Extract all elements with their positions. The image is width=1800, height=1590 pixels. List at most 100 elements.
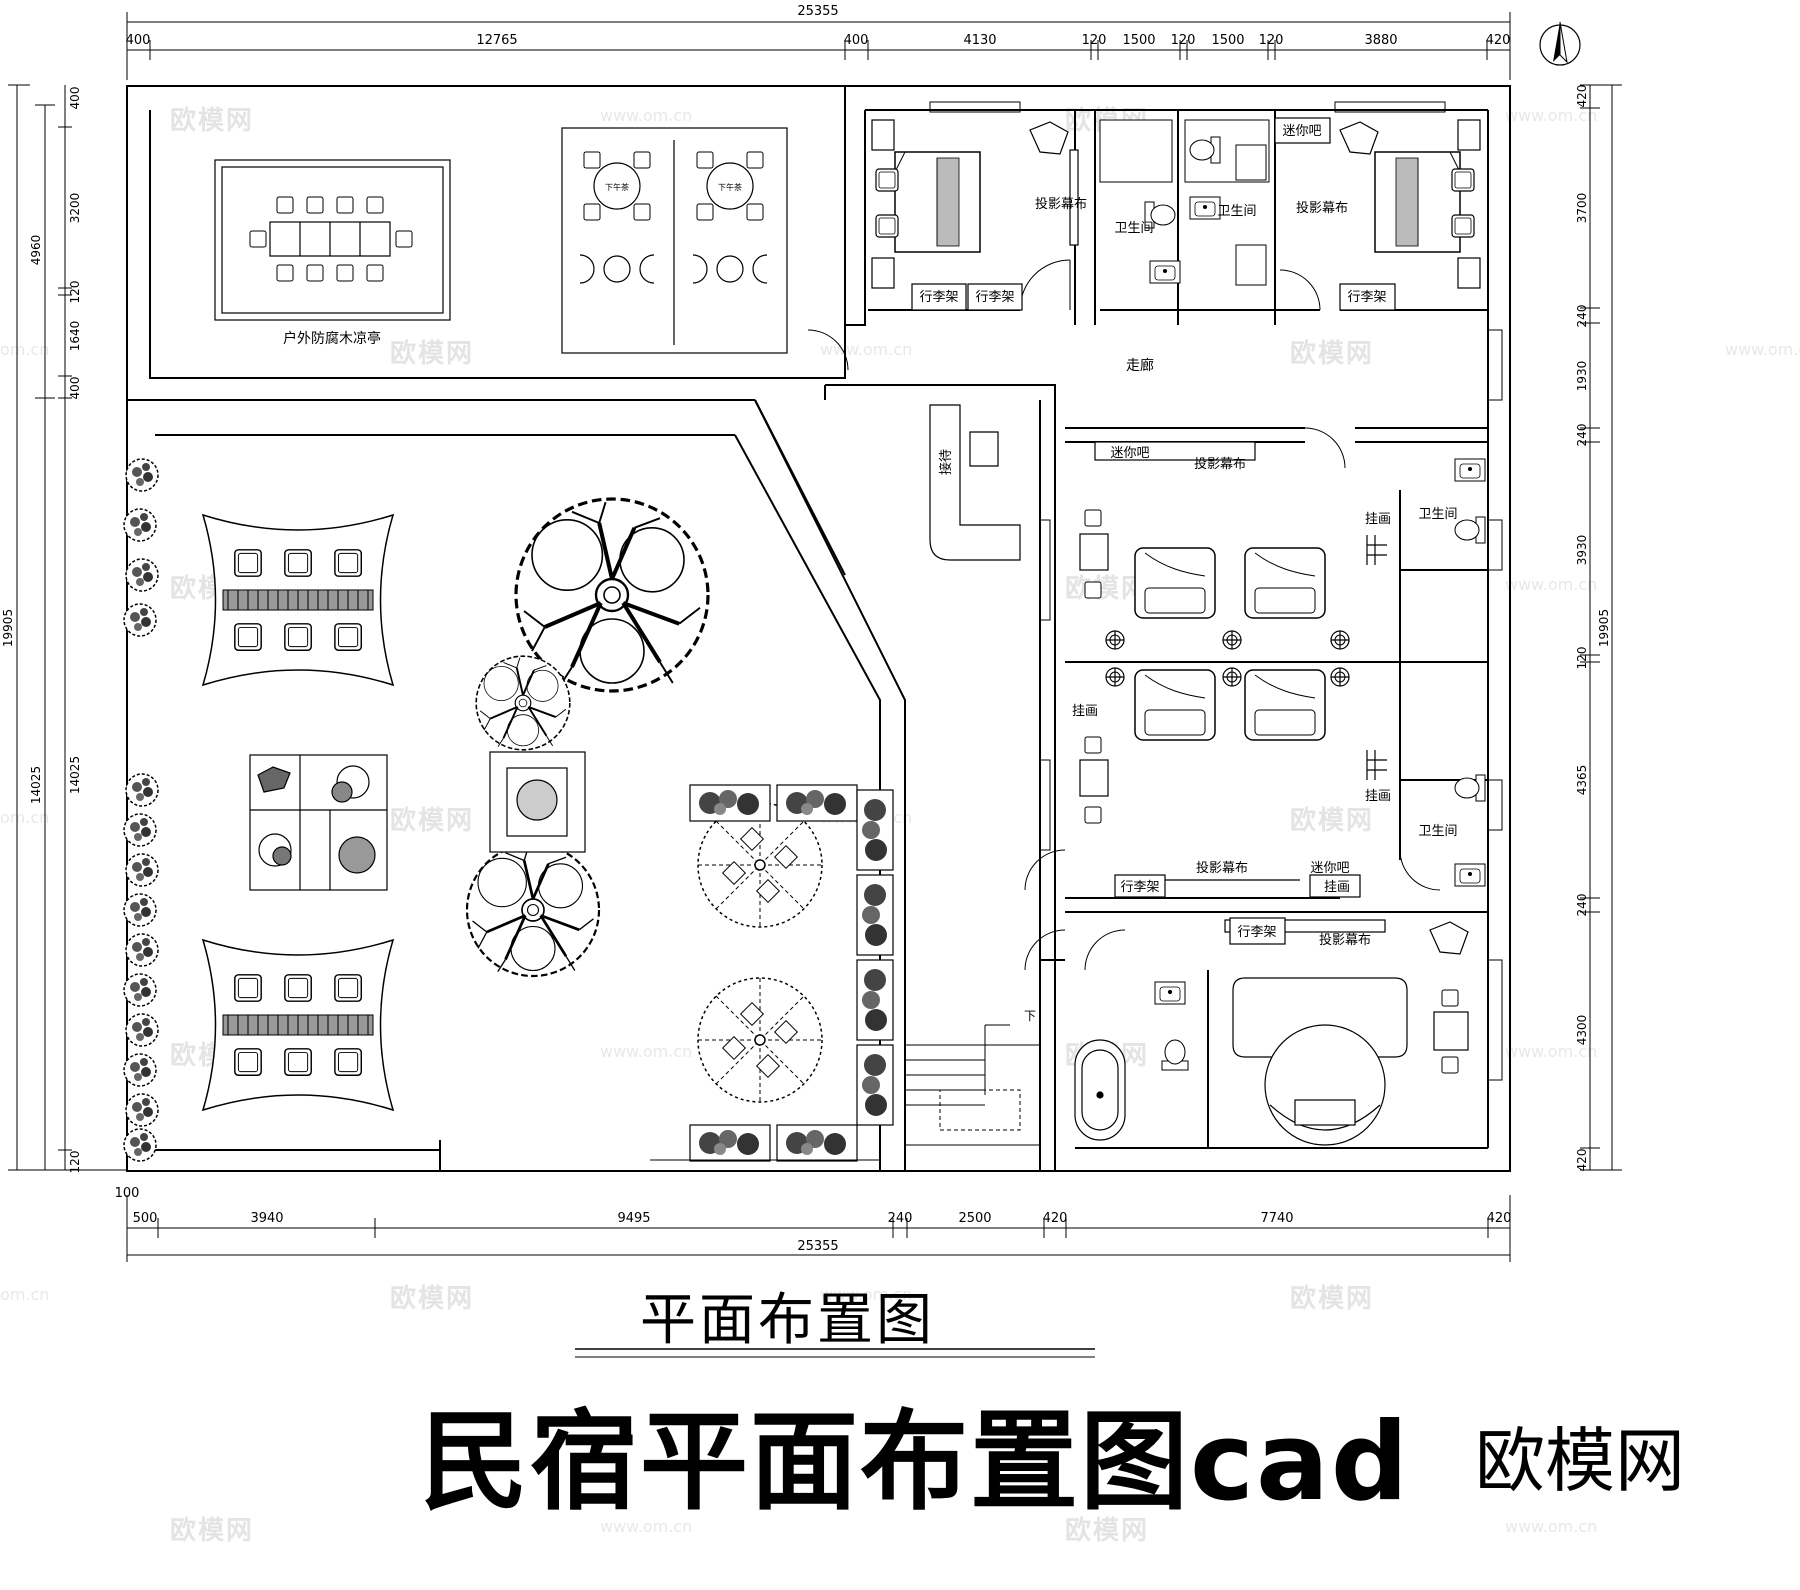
dim-bottom: 240 [888, 1211, 913, 1226]
luggage-label: 行李架 [1237, 925, 1276, 940]
dimension-lines [8, 12, 1622, 1262]
luggage-label: 行李架 [1120, 880, 1159, 895]
dim-top: 120 [1082, 33, 1107, 48]
projector-label: 投影幕布 [1296, 200, 1348, 216]
watermark-url: www.om.cn [1725, 340, 1800, 359]
dim-top: 400 [844, 33, 869, 48]
tent-seating-2 [203, 940, 393, 1110]
watermark: 欧模网 [390, 1284, 475, 1314]
watermark-url: www.om.cn [600, 1042, 693, 1061]
watermark-url: www.om.cn [820, 340, 913, 359]
painting-label: 挂画 [1365, 789, 1391, 804]
dim-left: 400 [68, 377, 82, 400]
watermark: 欧模网 [1290, 1284, 1375, 1314]
projector-label: 投影幕布 [1319, 932, 1371, 948]
hedge-left [123, 458, 159, 1162]
watermark: 欧模网 [170, 1516, 255, 1546]
garden-feature [249, 754, 388, 891]
dim-right: 240 [1575, 305, 1589, 328]
minibar-label: 迷你吧 [1310, 861, 1349, 876]
watermark-url: www.om.cn [1505, 106, 1598, 125]
watermark: 欧模网 [1065, 1516, 1150, 1546]
bathroom-label: 卫生间 [1217, 204, 1256, 219]
stairs [904, 1024, 1041, 1146]
dim-bottom: 2500 [958, 1211, 991, 1226]
watermark-url: www.om.cn [820, 1285, 913, 1304]
watermark: 欧模网 [1290, 806, 1375, 836]
dim-bottom: 9495 [617, 1211, 650, 1226]
dim-right: 4300 [1575, 1015, 1589, 1046]
projector-label: 投影幕布 [1194, 456, 1246, 472]
dim-top: 1500 [1122, 33, 1155, 48]
doors [807, 259, 1441, 971]
luggage-label: 行李架 [975, 290, 1014, 305]
tea-label: 下午茶 [718, 182, 742, 192]
minibar-label: 迷你吧 [1282, 124, 1321, 139]
tent-seating-1 [203, 515, 393, 685]
watermark: 欧模网 [390, 806, 475, 836]
bedroom-2-furniture [1274, 117, 1481, 311]
title-underline [575, 1348, 1095, 1358]
watermark: 欧模网 [390, 339, 475, 369]
watermark: 欧模网 [1065, 574, 1150, 604]
painting-label: 挂画 [1072, 704, 1098, 719]
dim-right: 4365 [1575, 765, 1589, 796]
dim-bottom: 500 [133, 1211, 158, 1226]
dim-top: 3880 [1364, 33, 1397, 48]
umbrella-seating [697, 802, 823, 1103]
corridor-label: 走廊 [1126, 357, 1154, 374]
brand-logo-text: 欧模网 [1475, 1420, 1685, 1502]
dim-top: 120 [1171, 33, 1196, 48]
dim-top-total: 25355 [797, 4, 838, 19]
dim-left: 14025 [68, 756, 82, 794]
drawing-title: 民宿平面布置图cad [420, 1400, 1411, 1525]
dim-bottom: 3940 [250, 1211, 283, 1226]
dim-right: 240 [1575, 894, 1589, 917]
dim-top: 4130 [963, 33, 996, 48]
dim-top: 120 [1259, 33, 1284, 48]
suite-twin-bathrooms [1454, 458, 1486, 887]
master-suite-furniture [1074, 917, 1469, 1146]
suite-twin-furniture [1079, 441, 1387, 898]
watermark-url: om.cn [0, 340, 50, 359]
dim-top: 400 [126, 33, 151, 48]
watermark-url: www.om.cn [1505, 1042, 1598, 1061]
dim-left: 1640 [68, 321, 82, 352]
dim-top: 420 [1486, 33, 1511, 48]
dim-left: 4960 [29, 235, 43, 266]
watermark: 欧模网 [170, 106, 255, 136]
dim-right: 240 [1575, 424, 1589, 447]
dim-right: 420 [1575, 85, 1589, 108]
trees [465, 499, 708, 978]
dim-right: 1930 [1575, 361, 1589, 392]
projector-label: 投影幕布 [1035, 196, 1087, 212]
dim-right: 120 [1575, 647, 1589, 670]
dim-left: 400 [68, 87, 82, 110]
painting-label: 挂画 [1324, 880, 1350, 895]
dim-bottom: 420 [1487, 1211, 1512, 1226]
bathroom-label: 卫生间 [1418, 824, 1457, 839]
pavilion-label: 户外防腐木凉亭 [283, 330, 381, 347]
projector-label: 投影幕布 [1196, 860, 1248, 876]
dim-bottom: 7740 [1260, 1211, 1293, 1226]
minibar-label: 迷你吧 [1110, 446, 1149, 461]
dim-right: 3700 [1575, 193, 1589, 224]
dim-right: 3930 [1575, 535, 1589, 566]
watermark-url: om.cn [0, 1285, 50, 1304]
dim-right: 420 [1575, 1149, 1589, 1172]
watermark-url: om.cn [0, 808, 50, 827]
dim-left: 120 [68, 281, 82, 304]
bedroom-1-furniture [871, 119, 1079, 311]
bathrooms-top [1099, 119, 1270, 286]
stairs-down-label: 下 [1024, 1009, 1036, 1023]
reception-label: 接待 [938, 449, 954, 475]
dim-left: 14025 [29, 766, 43, 804]
dim-bottom-total: 25355 [797, 1239, 838, 1254]
painting-label: 挂画 [1365, 512, 1391, 527]
north-arrow [1539, 21, 1581, 66]
watermark-url: www.om.cn [600, 1517, 693, 1536]
luggage-label: 行李架 [1347, 290, 1386, 305]
dim-top: 12765 [476, 33, 517, 48]
dim-left: 3200 [68, 193, 82, 224]
